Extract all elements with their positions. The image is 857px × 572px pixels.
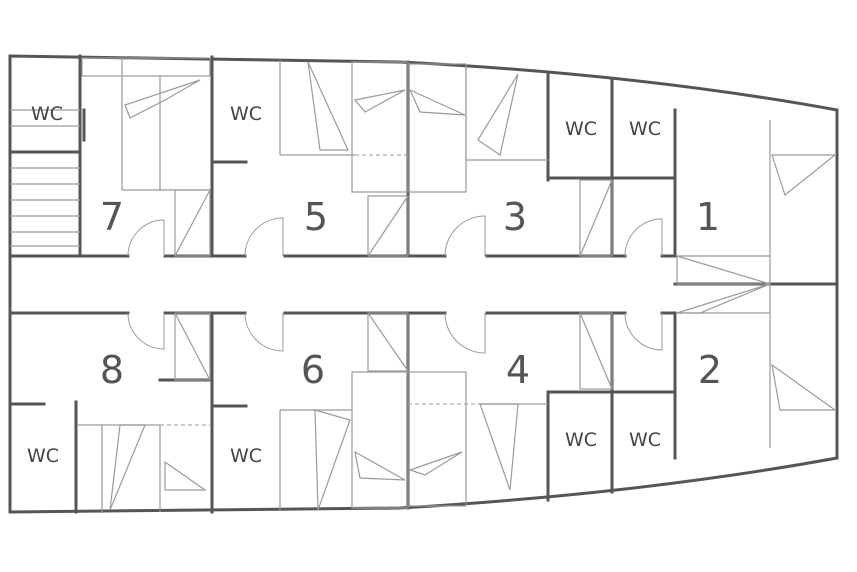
corridor-walls xyxy=(8,108,839,460)
wc-label: WC xyxy=(230,445,262,467)
hull-outline xyxy=(8,54,839,514)
cabin-number-8: 8 xyxy=(100,348,124,392)
cabin-number-1: 1 xyxy=(696,195,720,239)
wc-label: WC xyxy=(27,445,59,467)
cabin-number-7: 7 xyxy=(100,195,124,239)
wc-label: WC xyxy=(565,429,597,451)
wc-labels: WC WC WC WC WC WC WC WC xyxy=(27,103,661,467)
stairs xyxy=(10,109,80,247)
wc-label: WC xyxy=(629,118,661,140)
cabin-number-4: 4 xyxy=(506,348,530,392)
cabin-number-6: 6 xyxy=(301,348,325,392)
cabin-number-3: 3 xyxy=(503,195,527,239)
cabin-number-2: 2 xyxy=(698,348,722,392)
fixtures xyxy=(78,57,837,512)
wc-label: WC xyxy=(230,103,262,125)
wc-label: WC xyxy=(629,429,661,451)
cabin-numbers: 1 2 3 4 5 6 7 8 xyxy=(100,195,722,392)
wc-label: WC xyxy=(565,118,597,140)
door-swings xyxy=(127,215,663,354)
wc-label: WC xyxy=(31,103,63,125)
cabin-number-5: 5 xyxy=(304,195,328,239)
